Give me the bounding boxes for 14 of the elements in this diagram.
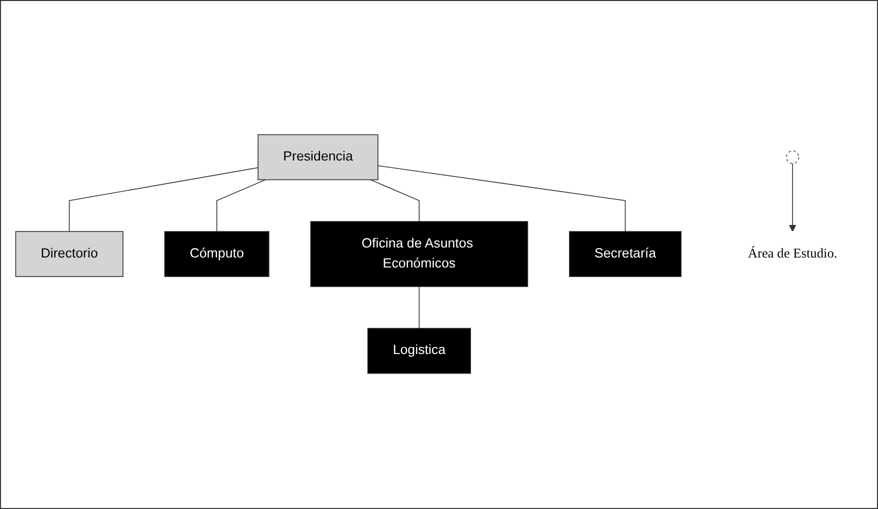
node-box: Secretaría	[569, 232, 682, 278]
connector	[370, 180, 420, 222]
node-circle	[786, 150, 800, 164]
node-box: Cómputo	[164, 232, 270, 278]
connector	[378, 166, 626, 232]
connector	[418, 286, 420, 330]
node-text: Área de Estudio.	[748, 246, 838, 262]
arrow	[788, 164, 796, 232]
node-box: Directorio	[15, 232, 124, 278]
connector	[216, 180, 266, 232]
connector	[68, 168, 258, 232]
node-box: Logistica	[367, 328, 471, 374]
node-box: Oficina de Asuntos Económicos	[310, 222, 528, 288]
node-box: Presidencia	[258, 134, 378, 181]
